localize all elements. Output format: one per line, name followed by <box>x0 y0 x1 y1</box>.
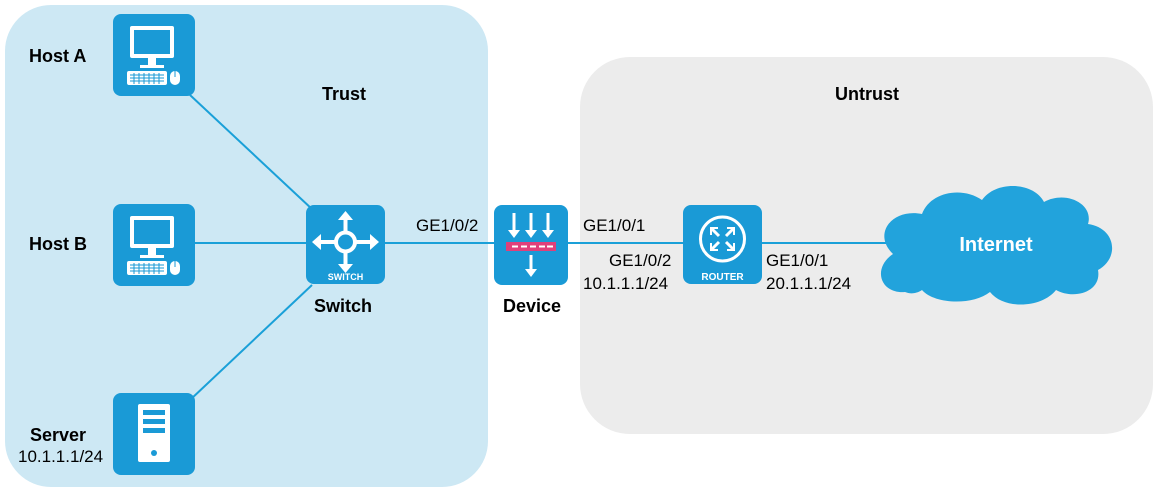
router-ge101-label: GE1/0/1 <box>766 251 828 270</box>
trust-zone-label: Trust <box>322 84 366 104</box>
untrust-zone-label: Untrust <box>835 84 899 104</box>
device-ge101-label: GE1/0/1 <box>583 216 645 235</box>
switch-tile <box>306 205 385 284</box>
router-icon <box>699 215 746 263</box>
server-label: Server <box>30 425 86 445</box>
host-a-node[interactable] <box>113 14 195 96</box>
switch-badge: SWITCH <box>328 272 364 282</box>
host-b-node[interactable] <box>113 204 195 286</box>
untrust-zone <box>580 57 1153 434</box>
desktop-computer-icon <box>127 26 180 85</box>
switch-node[interactable]: SWITCH <box>306 205 385 284</box>
router-ge102-ip-label: 10.1.1.1/24 <box>583 274 668 293</box>
device-ge102-label: GE1/0/2 <box>416 216 478 235</box>
host-a-label: Host A <box>29 46 86 66</box>
server-node[interactable] <box>113 393 195 475</box>
router-ge102-label: GE1/0/2 <box>609 251 671 270</box>
server-ip-label: 10.1.1.1/24 <box>18 447 103 466</box>
router-ge101-ip-label: 20.1.1.1/24 <box>766 274 851 293</box>
firewall-icon <box>506 213 556 277</box>
router-tile <box>683 205 762 284</box>
desktop-computer-icon <box>127 216 180 275</box>
switch-icon <box>312 211 379 273</box>
trust-zone <box>5 5 488 487</box>
link-server-switch <box>189 284 313 401</box>
router-node[interactable]: ROUTER <box>683 205 762 284</box>
switch-label: Switch <box>314 296 372 316</box>
links <box>189 94 890 401</box>
server-tower-icon <box>138 404 170 462</box>
cloud-icon <box>880 185 1113 305</box>
internet-node[interactable]: Internet <box>880 185 1113 305</box>
device-node[interactable] <box>494 205 568 285</box>
device-label: Device <box>503 296 561 316</box>
host-b-label: Host B <box>29 234 87 254</box>
router-badge: ROUTER <box>701 272 744 283</box>
internet-label: Internet <box>959 234 1033 256</box>
link-hosta-switch <box>189 94 314 211</box>
